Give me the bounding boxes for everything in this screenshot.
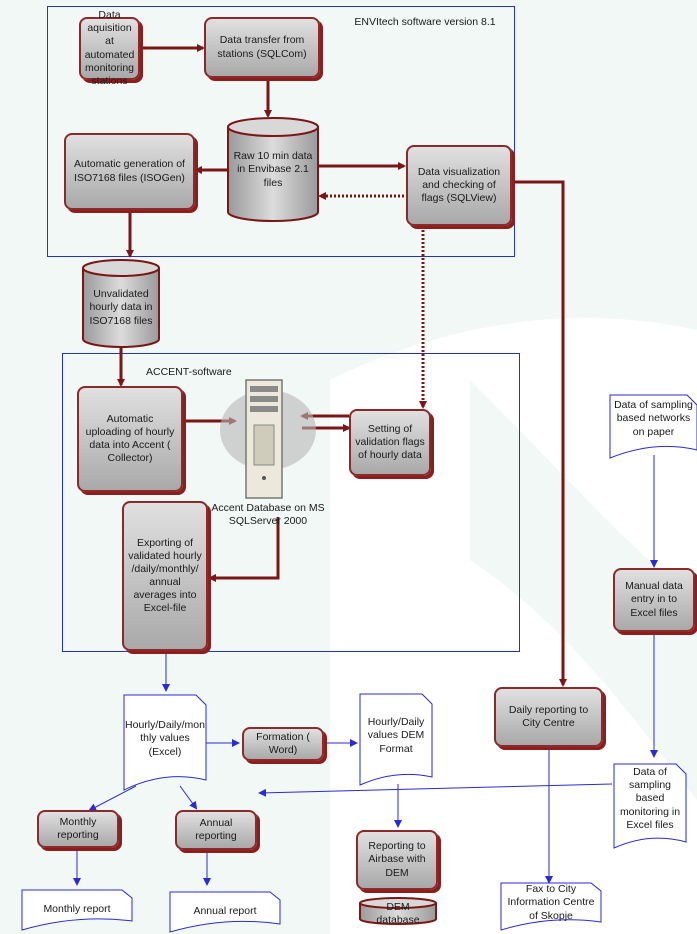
annual-report-doc: Annual report: [193, 905, 257, 918]
sampling-paper-doc: Data of sampling based networks on paper: [614, 399, 693, 438]
iso-generation-node: Automatic generation of ISO7168 files (I…: [64, 133, 195, 210]
monthly-reporting-node: Monthly reporting: [37, 810, 119, 848]
envitech-frame-title: ENVItech software version 8.1: [354, 16, 496, 28]
accent-frame-title: ACCENT-software: [146, 366, 232, 378]
airbase-node: Reporting to Airbase with DEM: [356, 830, 438, 890]
accent-frame: [62, 353, 520, 652]
accent-db-label: Accent Database on MS SQLServer 2000: [211, 502, 325, 528]
unvalidated-db: Unvalidated hourly data in ISO7168 files: [89, 288, 153, 327]
dem-database: DEM database: [376, 900, 420, 926]
annual-reporting-node: Annual reporting: [175, 810, 257, 850]
monthly-report-doc: Monthly report: [43, 903, 111, 916]
hourly-values-doc: Hourly/Daily/mon thly values (Excel): [125, 719, 205, 758]
dem-format-doc: Hourly/Daily values DEM Format: [367, 716, 425, 755]
validation-flags-node: Setting of validation flags of hourly da…: [349, 409, 431, 476]
raw-data-db: Raw 10 min data in Envibase 2.1 files: [233, 150, 313, 189]
uploading-node: Automatic uploading of hourly data into …: [77, 386, 183, 492]
data-transfer-node: Data transfer from stations (SQLCom): [204, 17, 320, 78]
sampling-excel-doc: Data of sampling based monitoring in Exc…: [619, 766, 681, 831]
formation-node: Formation ( Word): [242, 727, 324, 761]
visualization-node: Data visualization and checking of flags…: [406, 145, 512, 226]
exporting-node: Exporting of validated hourly /daily/mon…: [122, 501, 208, 651]
envitech-frame: [47, 6, 515, 257]
server-icon: [220, 379, 316, 499]
daily-reporting-node: Daily reporting to City Centre: [494, 687, 603, 747]
manual-entry-node: Manual data entry in to Excel files: [613, 568, 695, 632]
fax-doc: Fax to City Information Centre of Skopje: [507, 883, 595, 922]
